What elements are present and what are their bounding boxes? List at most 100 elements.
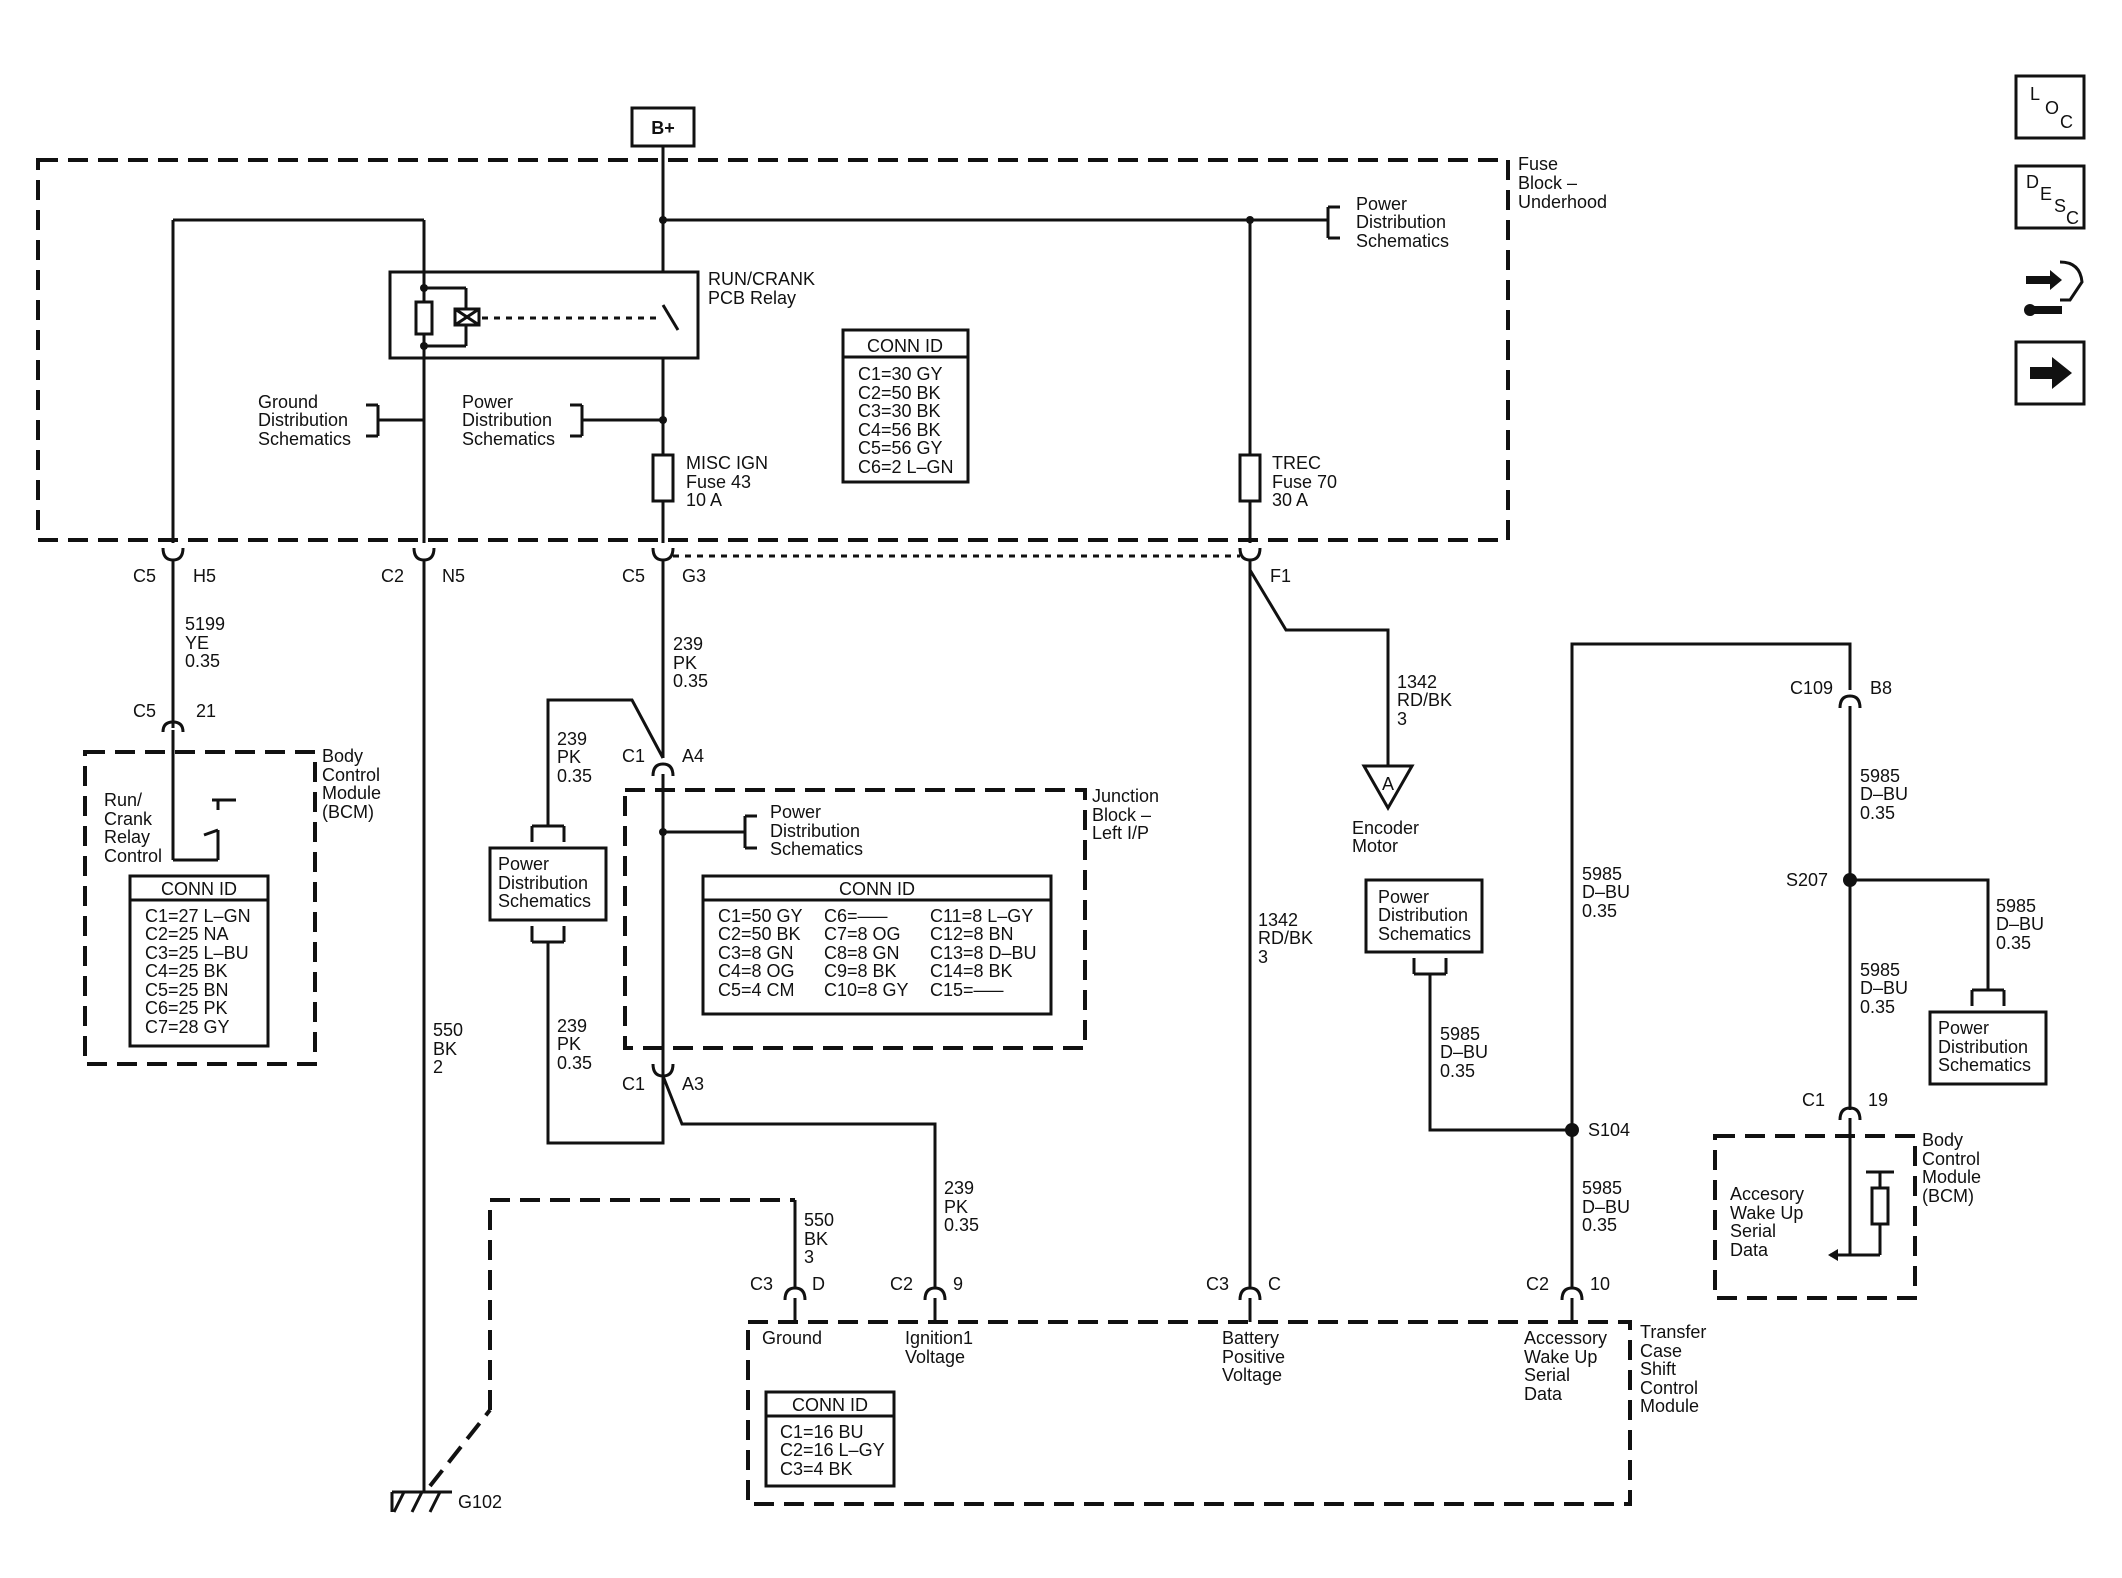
conn-row: C3=30 BK bbox=[858, 401, 941, 421]
wire-label: 550 bbox=[433, 1020, 463, 1040]
connector-c2-9 bbox=[923, 1286, 947, 1301]
conn-id-title: CONN ID bbox=[839, 879, 915, 899]
tcscm-pin-label: Data bbox=[1524, 1384, 1563, 1404]
tcscm-conn-table bbox=[764, 1390, 896, 1488]
conn-row: C5=4 CM bbox=[718, 980, 795, 1000]
fuse-43-label: MISC IGN bbox=[686, 453, 768, 473]
wire-239-to-tcscm bbox=[661, 1075, 937, 1288]
pin-label: C2 bbox=[890, 1274, 913, 1294]
connector-bcm-c5 bbox=[161, 720, 185, 733]
pds-ref: Distribution bbox=[462, 410, 552, 430]
junction-block-title: Junction bbox=[1092, 786, 1159, 806]
tcscm-pin-label: Ground bbox=[762, 1328, 822, 1348]
conn-row: C1=30 GY bbox=[858, 364, 943, 384]
arrow-right-icon[interactable] bbox=[2014, 340, 2086, 406]
connector-c2-n5 bbox=[412, 547, 436, 562]
pin-label: C5 bbox=[622, 566, 645, 586]
ground-ref: Schematics bbox=[258, 429, 351, 449]
conn-row: C12=8 BN bbox=[930, 924, 1014, 944]
wire-label: PK bbox=[944, 1197, 968, 1217]
conn-id-title: CONN ID bbox=[792, 1395, 868, 1415]
bcm-left-title: (BCM) bbox=[322, 802, 374, 822]
wire-label: 1342 bbox=[1397, 672, 1437, 692]
conn-row: C4=8 OG bbox=[718, 961, 795, 981]
tcscm-title: Case bbox=[1640, 1341, 1682, 1361]
pin-label: A4 bbox=[682, 746, 704, 766]
pds-right-text: Distribution bbox=[1938, 1037, 2028, 1057]
wire-label: 0.35 bbox=[1582, 901, 1617, 921]
wire-label: 5199 bbox=[185, 614, 225, 634]
fuse-43 bbox=[651, 453, 675, 503]
bcm-right-outline bbox=[1713, 1134, 1917, 1300]
pds-mid-text: Power bbox=[1378, 887, 1429, 907]
bcm-left-inner: Run/ bbox=[104, 790, 142, 810]
conn-row: C10=8 GY bbox=[824, 980, 909, 1000]
bcm-right-inner: Wake Up bbox=[1730, 1203, 1803, 1223]
bcm-right-inner: Data bbox=[1730, 1240, 1769, 1260]
connector-c109-b8 bbox=[1838, 694, 1862, 709]
wire-label: 5985 bbox=[1582, 864, 1622, 884]
relay-label: RUN/CRANK bbox=[708, 269, 815, 289]
pin-label: N5 bbox=[442, 566, 465, 586]
wire-label: 0.35 bbox=[1440, 1061, 1475, 1081]
conn-row: C11=8 L–GY bbox=[930, 906, 1033, 926]
conn-row: C2=16 L–GY bbox=[780, 1440, 885, 1460]
wire-label: RD/BK bbox=[1258, 928, 1313, 948]
connector-c1-a4 bbox=[651, 762, 675, 777]
wire-label: D–BU bbox=[1582, 1197, 1630, 1217]
conn-row: C1=50 GY bbox=[718, 906, 803, 926]
pin-label: C2 bbox=[1526, 1274, 1549, 1294]
connector-c5-g3 bbox=[651, 547, 675, 562]
wire-label: D–BU bbox=[1860, 784, 1908, 804]
bcm-right-title: Body bbox=[1922, 1130, 1963, 1150]
wire-label: D–BU bbox=[1582, 882, 1630, 902]
junction-block-title: Block – bbox=[1092, 805, 1151, 825]
wire-label: 0.35 bbox=[673, 671, 708, 691]
conn-row: C7=8 OG bbox=[824, 924, 901, 944]
pin-label: 19 bbox=[1868, 1090, 1888, 1110]
pds-right-text: Power bbox=[1938, 1018, 1989, 1038]
fuse-70-label: Fuse 70 bbox=[1272, 472, 1337, 492]
desc-button[interactable]: D E S C bbox=[2014, 164, 2086, 230]
pin-label: C2 bbox=[381, 566, 404, 586]
wire-label: PK bbox=[557, 1034, 581, 1054]
connector-c2-10 bbox=[1560, 1286, 1584, 1301]
fuse-70-label: 30 A bbox=[1272, 490, 1308, 510]
svg-text:C: C bbox=[2066, 208, 2079, 228]
relay-switch bbox=[661, 304, 680, 331]
pin-label: 21 bbox=[196, 701, 216, 721]
svg-text:O: O bbox=[2045, 98, 2059, 118]
tcscm-title: Transfer bbox=[1640, 1322, 1706, 1342]
conn-row: C1=16 BU bbox=[780, 1422, 864, 1442]
tcscm-title: Module bbox=[1640, 1396, 1699, 1416]
wire-label: 5985 bbox=[1582, 1178, 1622, 1198]
pds-ref: Schematics bbox=[1356, 231, 1449, 251]
wire-label: 5985 bbox=[1860, 766, 1900, 786]
splice-label: S207 bbox=[1786, 870, 1828, 890]
wire-5985-pds-mid bbox=[1428, 974, 1572, 1132]
loc-button[interactable]: L O C bbox=[2014, 74, 2086, 140]
connector-f1 bbox=[1238, 547, 1262, 562]
relay-label: PCB Relay bbox=[708, 288, 796, 308]
pds-left-text: Power bbox=[498, 854, 549, 874]
fuse-block-outline bbox=[36, 158, 1510, 542]
wire-label: RD/BK bbox=[1397, 690, 1452, 710]
wire-label: 0.35 bbox=[1860, 803, 1895, 823]
tcscm-pin-label: Ignition1 bbox=[905, 1328, 973, 1348]
conn-row: C14=8 BK bbox=[930, 961, 1013, 981]
tcscm-title: Control bbox=[1640, 1378, 1698, 1398]
pds-ref: Schematics bbox=[770, 839, 863, 859]
pin-label: C5 bbox=[133, 701, 156, 721]
svg-text:D: D bbox=[2026, 172, 2039, 192]
wire-239-branch-bottom bbox=[546, 942, 665, 1145]
wire-label: PK bbox=[557, 747, 581, 767]
wire-label: D–BU bbox=[1996, 914, 2044, 934]
pds-mid-box bbox=[1364, 878, 1484, 954]
pin-label: A3 bbox=[682, 1074, 704, 1094]
pds-left-text: Schematics bbox=[498, 891, 591, 911]
fuse-43-label: Fuse 43 bbox=[686, 472, 751, 492]
connector-tools-icon[interactable] bbox=[2016, 254, 2084, 320]
pin-label: C5 bbox=[133, 566, 156, 586]
